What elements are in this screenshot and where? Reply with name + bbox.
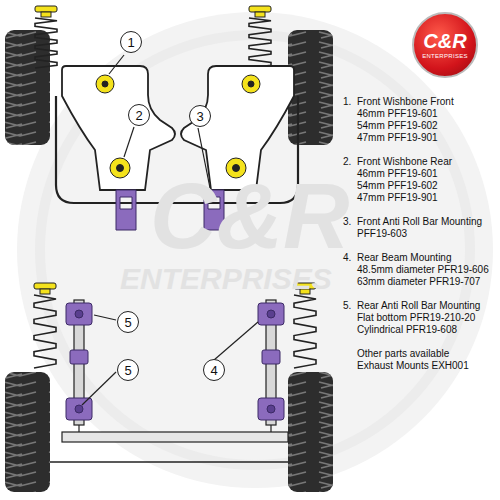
rear-beam — [50, 300, 288, 462]
callout-circle: 3 — [189, 105, 211, 127]
parts-list-text: Rear Beam Mounting — [357, 252, 452, 264]
callout-number: 1 — [127, 36, 134, 49]
rear-bushes — [66, 303, 284, 420]
parts-list-text: Front Wishbone Front — [357, 96, 454, 108]
list-number: 4. — [343, 252, 351, 264]
parts-list-text: 46mm PFF19-601 — [357, 168, 438, 180]
logo-badge: C&RENTERPRISES — [412, 12, 478, 78]
callout-number: 4 — [210, 364, 217, 377]
list-number: 5. — [343, 300, 351, 312]
parts-list-text: Flat bottom PFR19-210-20 — [357, 312, 475, 324]
parts-list-text: 47mm PFF19-901 — [357, 192, 438, 204]
callout-circle: 5 — [117, 359, 139, 381]
watermark-text: C&R — [150, 168, 349, 264]
callout-circle: 1 — [120, 31, 142, 53]
callout-number: 5 — [124, 364, 131, 377]
callout-number: 2 — [135, 109, 142, 122]
parts-list-text: Front Wishbone Rear — [357, 156, 452, 168]
parts-list-text: 54mm PFF19-602 — [357, 180, 438, 192]
parts-list-text: 63mm diameter PFR19-707 — [357, 276, 480, 288]
callout-number: 3 — [196, 110, 203, 123]
parts-list-text: 54mm PFF19-602 — [357, 120, 438, 132]
list-number: 1. — [343, 96, 351, 108]
parts-list-text: Front Anti Roll Bar Mounting — [357, 216, 482, 228]
parts-list-text: 46mm PFF19-601 — [357, 108, 438, 120]
parts-list-text: 47mm PFF19-901 — [357, 132, 438, 144]
parts-list-text: Rear Anti Roll Bar Mounting — [357, 300, 480, 312]
parts-list-text: Exhaust Mounts EXH001 — [357, 360, 469, 372]
spring-coil — [35, 18, 57, 68]
parts-list-text: Cylindrical PFR19-608 — [357, 324, 457, 336]
watermark-disc — [17, 12, 493, 488]
watermark-ring — [40, 35, 470, 465]
spring-coil — [294, 295, 316, 368]
parts-list-text: Other parts available — [357, 348, 449, 360]
callout-circle: 4 — [203, 359, 225, 381]
logo-mark: C&R — [423, 30, 466, 52]
list-number: 3. — [343, 216, 351, 228]
spring-coil — [34, 295, 56, 368]
parts-list-text: 48.5mm diameter PFR19-606 — [357, 264, 489, 276]
spring-coil — [249, 18, 271, 68]
callout-number: 5 — [124, 316, 131, 329]
parts-list-text: PFF19-603 — [357, 228, 407, 240]
list-number: 2. — [343, 156, 351, 168]
callout-circle: 2 — [128, 104, 150, 126]
logo-subtitle: ENTERPRISES — [422, 52, 468, 60]
watermark-text: ENTERPRISES — [120, 262, 332, 296]
callout-circle: 5 — [117, 311, 139, 333]
wishbone-bushes — [96, 75, 260, 178]
